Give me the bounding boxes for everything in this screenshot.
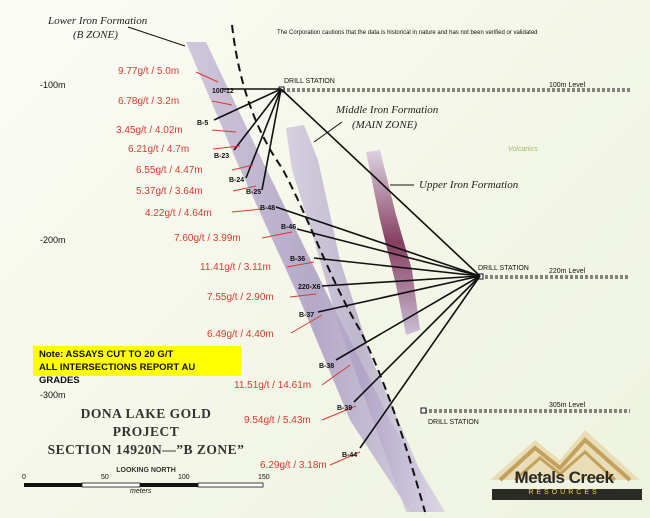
assay-value: 9.77g/t / 5.0m — [118, 66, 179, 77]
assay-note-box: Note: ASSAYS CUT TO 20 G/T ALL INTERSECT… — [33, 346, 241, 386]
contact-dashed-line — [231, 24, 426, 513]
volcanics-label: Volcanics — [508, 146, 538, 153]
assay-leader-lines — [195, 71, 361, 466]
assay-value: 7.60g/t / 3.99m — [174, 233, 241, 244]
hole-label: B-24 — [229, 177, 244, 184]
hole-label: B-48 — [260, 205, 275, 212]
level-label-305: 305m Level — [549, 402, 586, 409]
drill-station-label-100: DRILL STATION — [284, 78, 335, 85]
assay-value: 9.54g/t / 5.43m — [244, 415, 311, 426]
hole-label: B-25 — [246, 189, 261, 196]
company-logo: Metals Creek RESOURCES — [486, 435, 641, 510]
assay-value: 5.37g/t / 3.64m — [136, 186, 203, 197]
view-direction: LOOKING NORTH — [116, 467, 176, 474]
section-title: SECTION 14920N—”B ZONE” — [47, 442, 245, 457]
upper-station-drill-holes — [213, 88, 481, 277]
scale-bar: 0 50 100 150 — [22, 474, 270, 488]
scale-tick-label: 50 — [101, 474, 109, 481]
assay-value: 4.22g/t / 4.64m — [145, 208, 212, 219]
depth-label-200: -200m — [40, 235, 66, 245]
note-line-1: Note: ASSAYS CUT TO 20 G/T — [39, 349, 174, 360]
drill-station-305-marker — [420, 407, 427, 414]
depth-label-100: -100m — [40, 80, 66, 90]
hole-label: B-46 — [281, 224, 296, 231]
project-title: DONA LAKE GOLD PROJECT — [80, 406, 212, 439]
assay-value: 6.29g/t / 3.18m — [260, 460, 327, 471]
logo-subtitle: RESOURCES — [528, 489, 600, 496]
scale-tick-label: 0 — [22, 474, 26, 481]
lower-station-drill-holes — [275, 206, 481, 449]
caution-statement: The Corporation cautions that the data i… — [277, 30, 538, 36]
note-line-2: ALL INTERSECTIONS REPORT AU GRADES — [39, 362, 196, 386]
assay-value: 11.41g/t / 3.11m — [200, 262, 271, 273]
scale-unit-label: meters — [130, 488, 152, 495]
lower-iron-formation-band — [186, 42, 445, 512]
level-label-220: 220m Level — [549, 268, 586, 275]
title-block: DONA LAKE GOLD PROJECT SECTION 14920N—”B… — [46, 405, 246, 474]
scale-tick-label: 150 — [258, 474, 270, 481]
hole-label: B-37 — [299, 312, 314, 319]
lower-iron-formation-label: Lower Iron Formation — [47, 15, 148, 27]
lower-iron-formation-zone: (B ZONE) — [73, 29, 118, 41]
assay-value: 6.55g/t / 4.47m — [136, 165, 203, 176]
assay-value: 7.55g/t / 2.90m — [207, 292, 274, 303]
drill-station-label-305: DRILL STATION — [428, 419, 479, 426]
logo-mark — [490, 430, 642, 500]
assay-value: 6.49g/t / 4.40m — [207, 329, 274, 340]
level-label-100: 100m Level — [549, 82, 586, 89]
assay-value: 6.21g/t / 4.7m — [128, 144, 189, 155]
assay-value: 11.51g/t / 14.61m — [234, 380, 311, 391]
middle-iron-formation-label: Middle Iron Formation — [335, 104, 439, 116]
middle-iron-formation-band — [286, 125, 432, 512]
hole-label: B-5 — [197, 120, 208, 127]
hole-label: B-36 — [290, 256, 305, 263]
middle-iron-formation-zone: (MAIN ZONE) — [352, 119, 417, 131]
scale-tick-label: 100 — [178, 474, 190, 481]
hole-label: 100-12 — [212, 88, 234, 95]
hole-label: 220-X6 — [298, 284, 321, 291]
upper-iron-formation-label: Upper Iron Formation — [419, 179, 519, 191]
assay-value: 6.78g/t / 3.2m — [118, 96, 179, 107]
hole-label: B-39 — [337, 405, 352, 412]
logo-name: Metals Creek — [514, 468, 614, 487]
assay-value: 3.45g/t / 4.02m — [116, 125, 183, 136]
hole-label: B-23 — [214, 153, 229, 160]
drill-station-label-220: DRILL STATION — [478, 265, 529, 272]
depth-label-300: -300m — [40, 390, 66, 400]
hole-label: B-44 — [342, 452, 357, 459]
hole-label: B-38 — [319, 363, 334, 370]
upper-iron-formation-band — [366, 150, 420, 335]
